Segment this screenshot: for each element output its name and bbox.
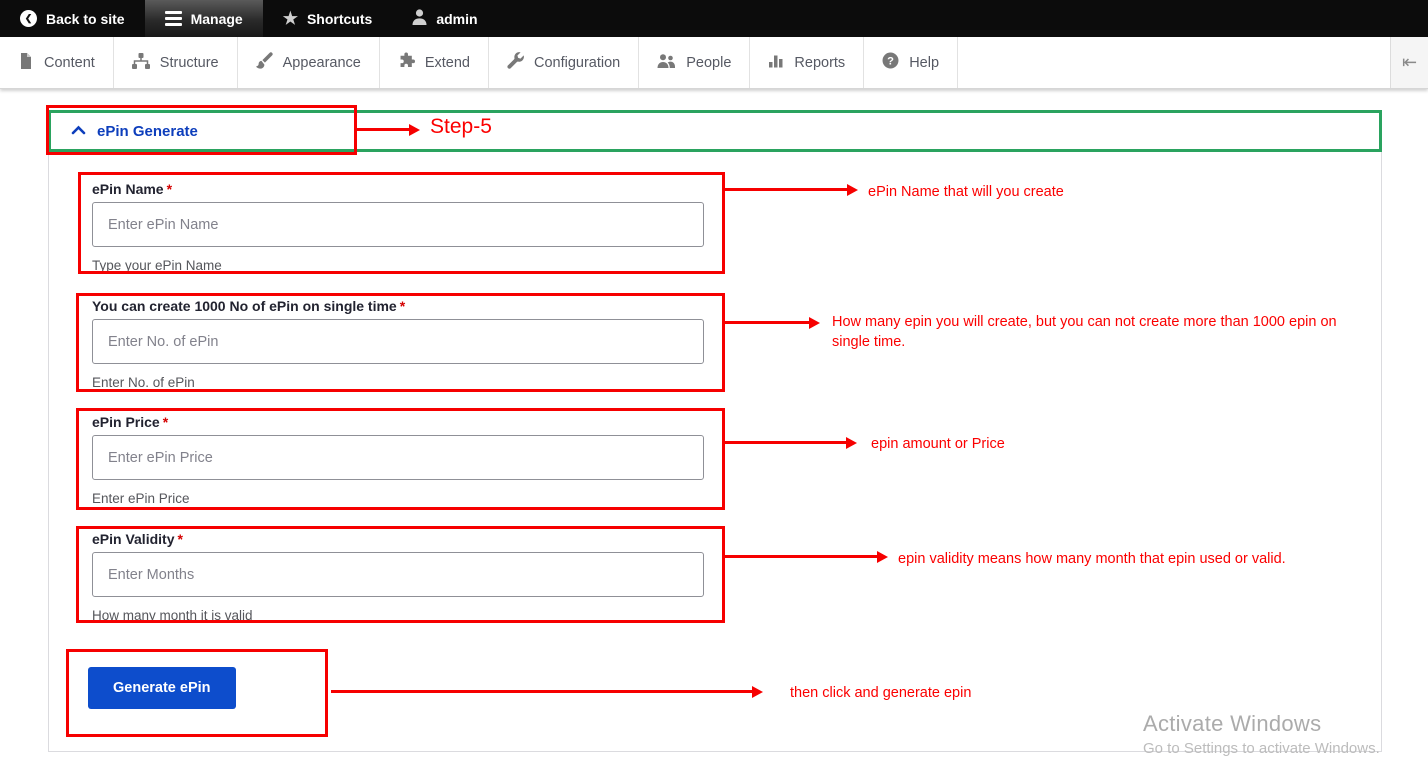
epin-generate-summary[interactable]: ePin Generate (48, 110, 1382, 152)
manage-tab[interactable]: Manage (144, 0, 263, 37)
epin-price-description: Enter ePin Price (92, 491, 190, 506)
menu-item-configuration[interactable]: Configuration (489, 37, 640, 88)
hamburger-icon (164, 11, 182, 26)
required-asterisk: * (166, 181, 173, 197)
menu-label-appearance: Appearance (282, 54, 361, 71)
required-asterisk: * (399, 298, 406, 314)
menu-item-help[interactable]: ? Help (864, 37, 959, 88)
menu-item-reports[interactable]: Reports (750, 37, 865, 88)
menu-item-structure[interactable]: Structure (113, 37, 238, 88)
help-icon: ? (882, 52, 899, 73)
epin-validity-input[interactable] (92, 552, 704, 597)
manage-label: Manage (190, 10, 243, 27)
epin-validity-field-group: ePin Validity* How many month it is vali… (92, 531, 704, 623)
paintbrush-icon (255, 52, 273, 73)
menu-label-help: Help (909, 54, 940, 71)
epin-name-field-group: ePin Name* Type your ePin Name (92, 181, 704, 273)
menu-item-people[interactable]: People (639, 37, 751, 88)
note-button: then click and generate epin (790, 685, 972, 701)
epin-validity-description: How many month it is valid (92, 608, 253, 623)
puzzle-icon (398, 52, 415, 73)
epin-validity-label: ePin Validity* (92, 531, 183, 547)
menu-label-content: Content (44, 54, 95, 71)
back-to-site-button[interactable]: ❮ Back to site (0, 0, 145, 37)
menu-item-extend[interactable]: Extend (379, 37, 489, 88)
epin-number-input[interactable] (92, 319, 704, 364)
file-icon (18, 52, 34, 73)
panel-title: ePin Generate (97, 122, 198, 140)
epin-number-label: You can create 1000 No of ePin on single… (92, 298, 406, 314)
menu-label-configuration: Configuration (534, 54, 621, 71)
menu-label-people: People (686, 54, 732, 71)
epin-name-description: Type your ePin Name (92, 258, 222, 273)
epin-name-input[interactable] (92, 202, 704, 247)
note-epin-price: epin amount or Price (871, 436, 1005, 452)
epin-name-label: ePin Name* (92, 181, 173, 197)
note-epin-validity: epin validity means how many month that … (898, 551, 1286, 567)
wrench-icon (507, 52, 524, 73)
star-icon: ★ (282, 9, 298, 28)
sitemap-icon (131, 52, 150, 73)
shortcuts-tab[interactable]: ★ Shortcuts (263, 0, 393, 37)
menu-item-content[interactable]: Content (0, 37, 114, 88)
required-asterisk: * (177, 531, 183, 547)
people-icon (657, 53, 676, 73)
menu-label-reports: Reports (794, 54, 846, 71)
back-icon: ❮ (20, 10, 37, 27)
epin-price-label: ePin Price* (92, 414, 169, 430)
svg-text:?: ? (887, 56, 894, 68)
bar-chart-icon (768, 53, 784, 73)
epin-price-field-group: ePin Price* Enter ePin Price (92, 414, 704, 506)
menu-item-appearance[interactable]: Appearance (237, 37, 380, 88)
admin-user-label: admin (436, 10, 478, 27)
generate-epin-button[interactable]: Generate ePin (88, 667, 236, 709)
required-asterisk: * (162, 414, 169, 430)
back-to-site-label: Back to site (46, 10, 125, 27)
collapse-left-icon: ⇤ (1401, 52, 1418, 72)
manage-menu-bar: Content Structure Appearance Extend Conf… (0, 37, 1428, 89)
epin-number-description: Enter No. of ePin (92, 375, 195, 390)
chevron-up-icon (71, 122, 86, 140)
menu-label-structure: Structure (159, 54, 219, 71)
epin-number-field-group: You can create 1000 No of ePin on single… (92, 298, 704, 390)
admin-toolbar: ❮ Back to site Manage ★ Shortcuts admin (0, 0, 1428, 37)
step-annotation: Step-5 (430, 115, 492, 138)
user-icon (412, 9, 427, 28)
toolbar-orientation-toggle[interactable]: ⇤ (1390, 37, 1428, 88)
shortcuts-label: Shortcuts (306, 10, 373, 27)
epin-price-input[interactable] (92, 435, 704, 480)
menu-label-extend: Extend (424, 54, 470, 71)
admin-user-tab[interactable]: admin (392, 0, 497, 37)
note-epin-name: ePin Name that will you create (868, 184, 1064, 200)
note-epin-number: How many epin you will create, but you c… (832, 314, 1337, 350)
